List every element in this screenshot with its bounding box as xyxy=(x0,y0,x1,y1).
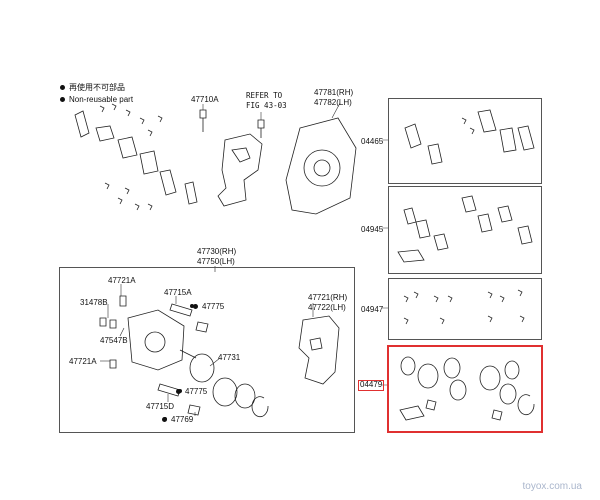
kit-04947-frame[interactable] xyxy=(388,278,542,340)
refer-to-label-line1: REFER TO xyxy=(246,91,283,100)
part-label-47721a-top[interactable]: 47721A xyxy=(108,276,136,285)
legend-non-reusable-jp: 再使用不可部品 xyxy=(60,83,125,93)
part-label-47547b[interactable]: 47547B xyxy=(100,336,128,345)
part-label-47710a[interactable]: 47710A xyxy=(191,95,219,104)
kit-04947-clips-icon xyxy=(403,289,525,325)
bullet-icon xyxy=(60,85,65,91)
kit-04479-seals-icon xyxy=(399,356,535,421)
kit-label-04465[interactable]: 04465 xyxy=(361,137,384,146)
non-reusable-dot-icon xyxy=(176,389,181,395)
caliper-support-icon xyxy=(298,315,340,385)
caliper-assembly-frame xyxy=(59,267,355,433)
kit-04465-pads-icon xyxy=(404,109,535,165)
brake-pad-set-icon xyxy=(74,103,198,211)
kit-label-04479-highlight xyxy=(358,380,384,391)
caliper-body-icon xyxy=(127,309,197,371)
part-label-47781-rh[interactable]: 47781(RH) xyxy=(314,88,354,97)
kit-label-04479[interactable]: 04479 xyxy=(360,380,383,389)
disc-dust-shield-icon xyxy=(285,117,357,215)
caliper-mount-bracket-icon xyxy=(217,133,263,207)
non-reusable-dot-icon xyxy=(193,304,198,310)
part-label-47721a-left[interactable]: 47721A xyxy=(69,357,97,366)
part-label-47775-bottom[interactable]: 47775 xyxy=(176,387,207,396)
refer-to-label-line2[interactable]: FIG 43-03 xyxy=(246,101,287,110)
part-label-47715a[interactable]: 47715A xyxy=(164,288,192,297)
part-label-47775-top[interactable]: 47775 xyxy=(193,302,224,311)
non-reusable-dot-icon xyxy=(162,417,167,423)
kit-label-04947[interactable]: 04947 xyxy=(361,305,384,314)
kit-04945-shims-icon xyxy=(397,195,533,263)
part-label-47782-lh[interactable]: 47782(LH) xyxy=(314,98,352,107)
legend-non-reusable-en: Non-reusable part xyxy=(60,95,133,105)
kit-04945-frame[interactable] xyxy=(388,186,542,274)
part-label-47730-rh[interactable]: 47730(RH) xyxy=(197,247,237,256)
part-label-31478b[interactable]: 31478B xyxy=(80,298,108,307)
bolt-icon xyxy=(199,109,207,132)
bolt-icon xyxy=(257,119,265,138)
kit-04465-frame[interactable] xyxy=(388,98,542,184)
part-label-47769[interactable]: 47769 xyxy=(162,415,193,424)
kit-label-04945[interactable]: 04945 xyxy=(361,225,384,234)
part-label-47722-lh[interactable]: 47722(LH) xyxy=(308,303,346,312)
part-label-47731[interactable]: 47731 xyxy=(218,353,241,362)
part-label-47715d[interactable]: 47715D xyxy=(146,402,175,411)
part-label-47750-lh[interactable]: 47750(LH) xyxy=(197,257,235,266)
bullet-icon xyxy=(60,97,65,103)
kit-04479-frame-highlighted[interactable] xyxy=(387,345,543,433)
part-label-47721-rh[interactable]: 47721(RH) xyxy=(308,293,348,302)
watermark: toyox.com.ua xyxy=(522,481,582,492)
